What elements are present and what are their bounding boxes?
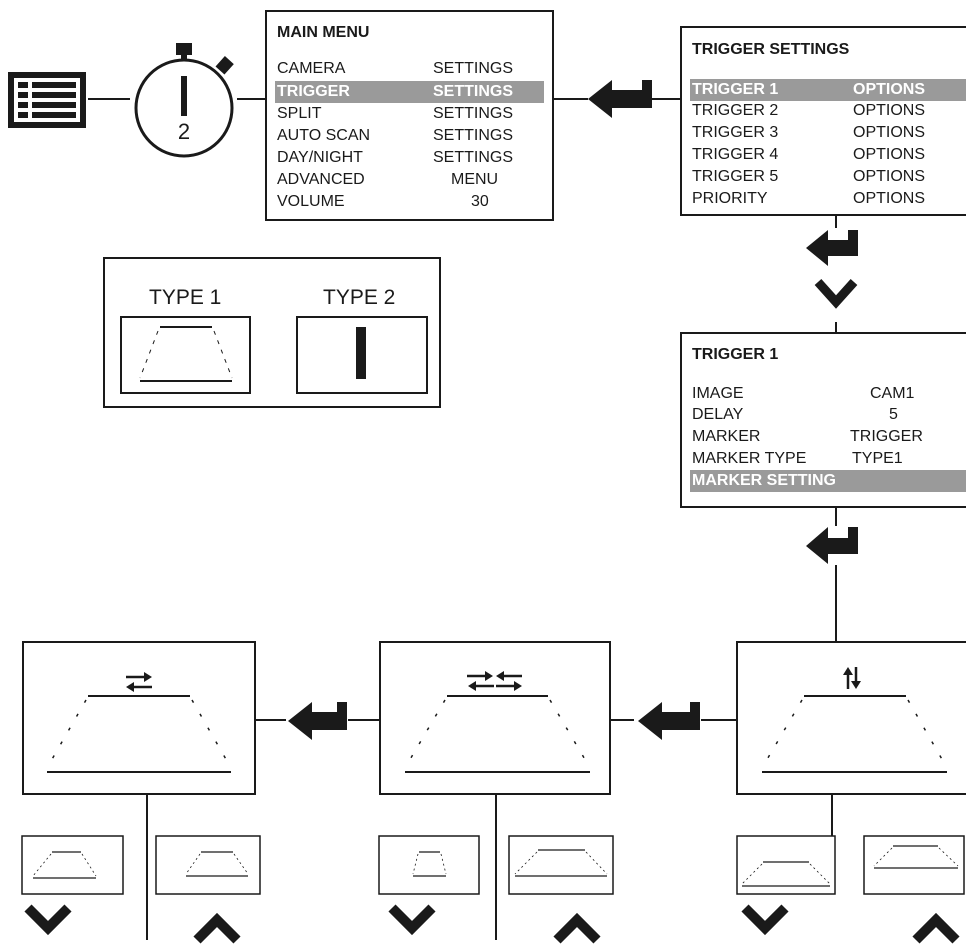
trigger1-item-delay[interactable]: DELAY 5 <box>690 404 966 426</box>
trigger1-item-value: 5 <box>889 406 898 423</box>
trigger-item-value: OPTIONS <box>853 190 926 207</box>
main-menu: MAIN MENU CAMERA SETTINGS TRIGGER SETTIN… <box>265 10 554 221</box>
menu-item-value: SETTINGS <box>433 83 514 100</box>
trigger1-item-label: MARKER SETTING <box>692 472 836 489</box>
trigger-item-value: OPTIONS <box>853 81 926 98</box>
trigger1-item-marker-type[interactable]: MARKER TYPE TYPE1 <box>690 448 966 470</box>
trigger-item-label: PRIORITY <box>692 190 768 207</box>
trigger1-item-image[interactable]: IMAGE CAM1 <box>690 383 966 405</box>
marker-type-legend: TYPE 1 TYPE 2 <box>103 257 441 408</box>
trigger-item-value: OPTIONS <box>853 168 926 185</box>
menu-item-value: SETTINGS <box>433 60 514 77</box>
trigger-item-1[interactable]: TRIGGER 1 OPTIONS <box>690 79 966 101</box>
trigger-item-3[interactable]: TRIGGER 3 OPTIONS <box>690 122 966 144</box>
trigger-item-label: TRIGGER 3 <box>692 124 779 141</box>
trigger1-item-label: IMAGE <box>692 385 744 402</box>
trigger1-item-value: CAM1 <box>870 385 915 402</box>
menu-item-value: SETTINGS <box>433 149 514 166</box>
menu-item-label: TRIGGER <box>277 83 350 100</box>
trigger-item-label: TRIGGER 2 <box>692 102 779 119</box>
trigger-item-value: OPTIONS <box>853 124 926 141</box>
trigger-item-4[interactable]: TRIGGER 4 OPTIONS <box>690 144 966 166</box>
menu-item-label: ADVANCED <box>277 171 365 188</box>
main-menu-title: MAIN MENU <box>277 24 370 41</box>
menu-item-volume[interactable]: VOLUME 30 <box>275 191 544 213</box>
trigger-item-label: TRIGGER 1 <box>692 81 779 98</box>
menu-item-split[interactable]: SPLIT SETTINGS <box>275 103 544 125</box>
menu-item-value: MENU <box>451 171 499 188</box>
menu-item-day-night[interactable]: DAY/NIGHT SETTINGS <box>275 147 544 169</box>
trigger1-item-label: DELAY <box>692 406 744 423</box>
menu-item-label: VOLUME <box>277 193 345 210</box>
trigger-item-label: TRIGGER 5 <box>692 168 779 185</box>
menu-item-advanced[interactable]: ADVANCED MENU <box>275 169 544 191</box>
trigger-item-value: OPTIONS <box>853 146 926 163</box>
trigger1-item-value: TRIGGER <box>850 428 923 445</box>
trigger-settings-menu: TRIGGER SETTINGS TRIGGER 1 OPTIONS TRIGG… <box>680 26 966 216</box>
trigger-item-label: TRIGGER 4 <box>692 146 779 163</box>
menu-item-value: SETTINGS <box>433 105 514 122</box>
menu-item-trigger[interactable]: TRIGGER SETTINGS <box>275 81 544 103</box>
type2-label: TYPE 2 <box>323 286 396 309</box>
trigger1-item-label: MARKER <box>692 428 761 445</box>
trigger-1-title: TRIGGER 1 <box>692 346 779 363</box>
timer-value: 2 <box>177 119 191 144</box>
trigger-item-priority[interactable]: PRIORITY OPTIONS <box>690 188 966 210</box>
trigger-item-value: OPTIONS <box>853 102 926 119</box>
type1-label: TYPE 1 <box>149 286 222 309</box>
trigger1-item-marker[interactable]: MARKER TRIGGER <box>690 426 966 448</box>
trigger-settings-title: TRIGGER SETTINGS <box>692 41 850 58</box>
menu-item-camera[interactable]: CAMERA SETTINGS <box>275 58 544 80</box>
menu-item-auto-scan[interactable]: AUTO SCAN SETTINGS <box>275 125 544 147</box>
menu-item-label: DAY/NIGHT <box>277 149 363 166</box>
trigger1-item-label: MARKER TYPE <box>692 450 807 467</box>
trigger1-item-value: TYPE1 <box>852 450 903 467</box>
menu-item-label: CAMERA <box>277 60 346 77</box>
trigger-1-menu: TRIGGER 1 IMAGE CAM1 DELAY 5 MARKER TRIG… <box>680 332 966 508</box>
trigger1-item-marker-setting[interactable]: MARKER SETTING <box>690 470 966 492</box>
trigger-item-2[interactable]: TRIGGER 2 OPTIONS <box>690 100 966 122</box>
menu-item-value: 30 <box>471 193 489 210</box>
trigger-item-5[interactable]: TRIGGER 5 OPTIONS <box>690 166 966 188</box>
menu-item-label: AUTO SCAN <box>277 127 371 144</box>
menu-item-value: SETTINGS <box>433 127 514 144</box>
menu-item-label: SPLIT <box>277 105 322 122</box>
